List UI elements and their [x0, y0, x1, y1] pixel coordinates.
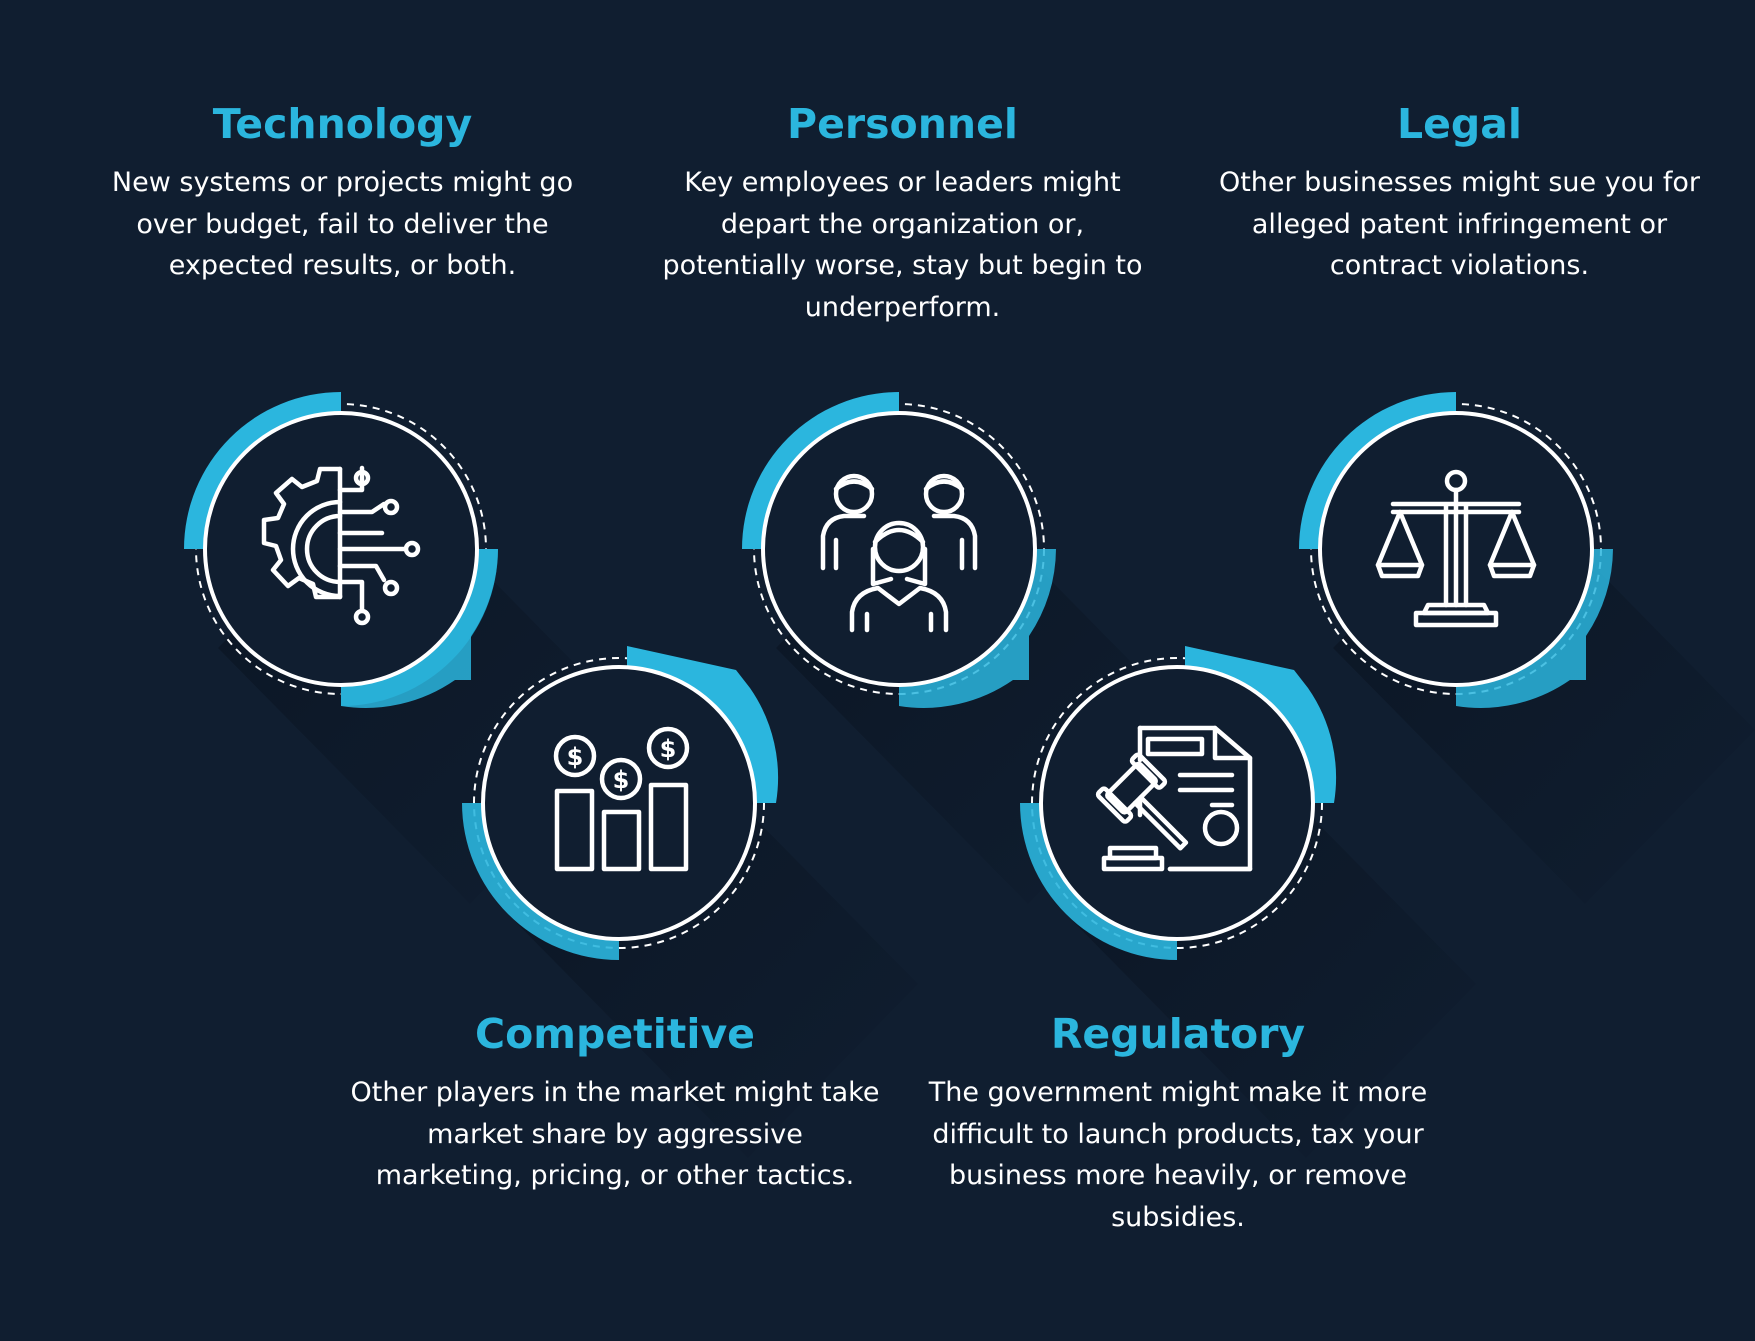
gear-circuit-icon	[261, 465, 421, 626]
scales-of-justice-icon	[1375, 469, 1537, 628]
category-legal: Legal Other businesses might sue you for…	[1207, 98, 1712, 287]
bar-chart-coins-icon	[553, 726, 690, 872]
category-title: Regulatory	[1050, 1010, 1306, 1058]
category-technology: Technology New systems or projects might…	[90, 98, 595, 287]
people-group-icon	[820, 473, 978, 633]
dollar-sign-icons: $ $ $	[567, 735, 677, 794]
category-description: Other businesses might sue you for alleg…	[1218, 167, 1701, 281]
regulatory-circle	[1020, 646, 1476, 1158]
category-regulatory: Regulatory The government might make it …	[908, 1008, 1448, 1238]
legal-circle	[1299, 392, 1755, 904]
category-competitive: Competitive Other players in the market …	[350, 1008, 880, 1197]
category-description: Key employees or leaders might depart th…	[662, 167, 1143, 323]
category-title: Competitive	[475, 1010, 755, 1058]
category-personnel: Personnel Key employees or leaders might…	[650, 98, 1155, 328]
dollar-icon: $	[613, 766, 630, 794]
gavel-document-icon	[1095, 725, 1253, 872]
category-description: Other players in the market might take m…	[350, 1077, 880, 1191]
competitive-circle: $ $ $	[462, 646, 918, 1158]
dollar-icon: $	[567, 743, 584, 771]
category-title: Legal	[1396, 100, 1522, 148]
category-description: New systems or projects might go over bu…	[111, 167, 574, 281]
dollar-icon: $	[660, 735, 677, 763]
category-title: Technology	[212, 100, 473, 148]
category-description: The government might make it more diffic…	[928, 1077, 1428, 1233]
category-title: Personnel	[787, 100, 1018, 148]
